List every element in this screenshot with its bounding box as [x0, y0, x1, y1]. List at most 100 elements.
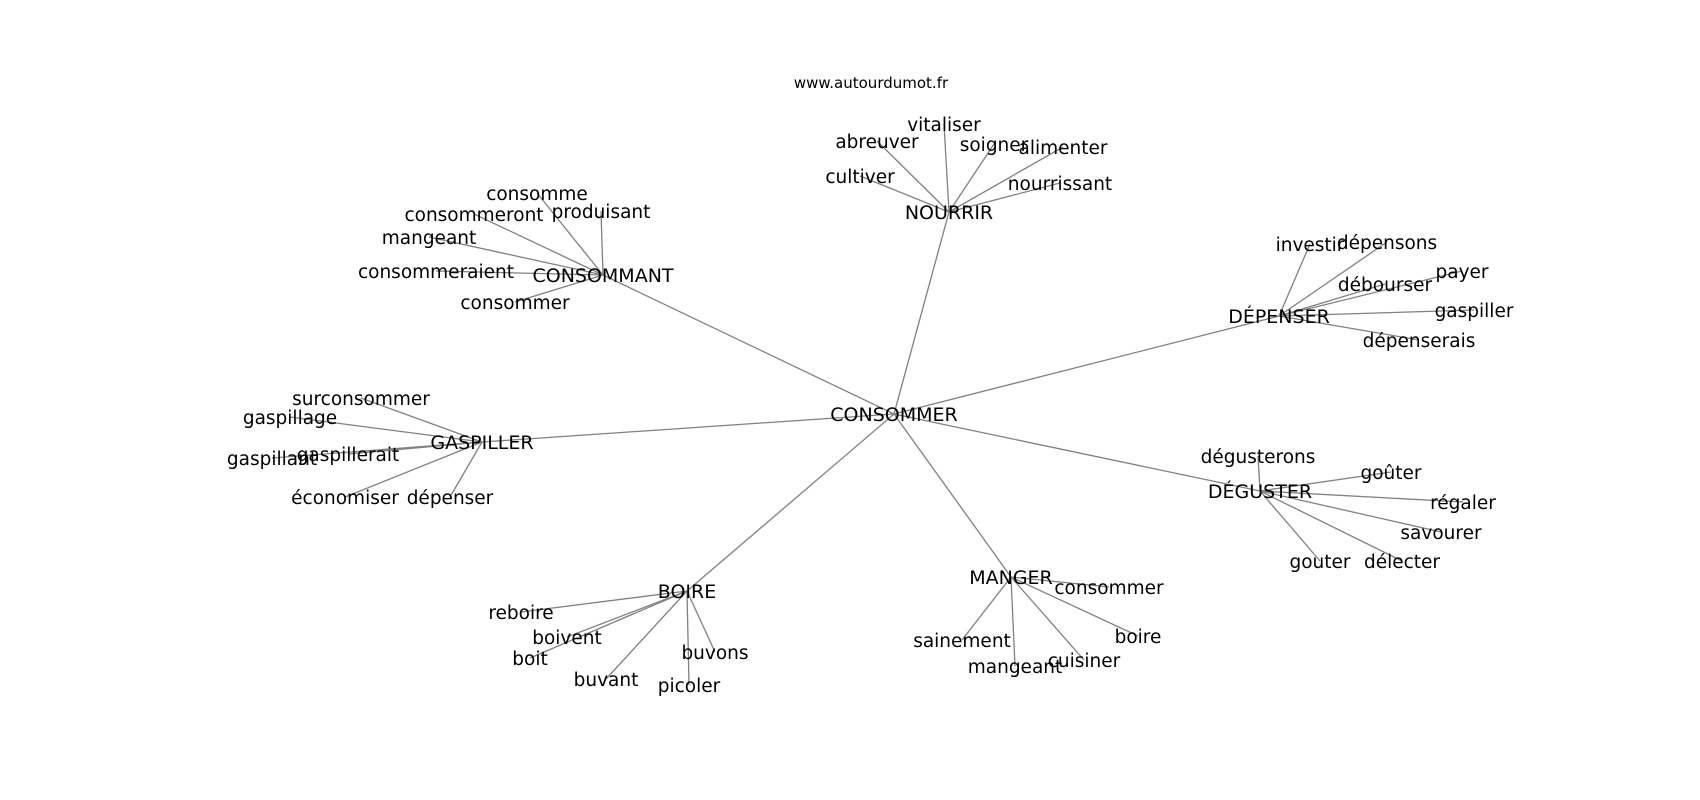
- edge-hub-to-leaf: [360, 397, 483, 443]
- edge-hub-to-leaf: [943, 123, 950, 213]
- leaf-node-label: sainement: [913, 631, 1011, 652]
- edge-hub-to-leaf: [948, 143, 995, 213]
- edge-hub-to-leaf: [876, 140, 950, 213]
- leaf-node-label: gaspillage: [243, 408, 337, 429]
- leaf-node-label: gaspiller: [1435, 301, 1514, 322]
- edge-hub-to-leaf: [686, 590, 716, 653]
- edge-hub-to-leaf: [435, 270, 604, 276]
- edge-hub-to-leaf: [1257, 455, 1261, 492]
- edge-hub-to-leaf: [344, 441, 483, 498]
- edge-hub-to-leaf: [1259, 471, 1392, 492]
- edge-hub-to-leaf: [605, 590, 688, 680]
- edge-hub-to-leaf: [1010, 576, 1085, 661]
- leaf-node-label: abreuver: [835, 132, 919, 153]
- edge-hub-to-leaf: [428, 236, 604, 276]
- edge-root-to-hub: [602, 274, 895, 415]
- leaf-node-label: mangeant: [382, 228, 477, 249]
- hub-node-label: BOIRE: [658, 581, 716, 603]
- leaf-node-label: dépenser: [407, 488, 494, 509]
- hub-node-label: DÉPENSER: [1228, 305, 1330, 328]
- leaf-node-label: dégusterons: [1201, 447, 1316, 468]
- edge-hub-to-leaf: [686, 590, 690, 686]
- edge-hub-to-leaf: [1010, 576, 1139, 637]
- edge-root-to-hub: [893, 413, 1261, 492]
- edge-hub-to-leaf: [1259, 490, 1321, 562]
- edge-hub-to-leaf: [529, 590, 688, 659]
- leaf-node-label: boire: [1115, 627, 1162, 648]
- edge-hub-to-leaf: [1278, 241, 1388, 317]
- edge-hub-to-leaf: [600, 210, 604, 276]
- edge-hub-to-leaf: [1010, 576, 1016, 667]
- edge-hub-to-leaf: [948, 182, 1061, 213]
- edge-hub-to-leaf: [514, 274, 604, 303]
- hub-node-label: MANGER: [969, 567, 1053, 589]
- edge-hub-to-leaf: [536, 192, 604, 276]
- edge-root-to-hub: [893, 211, 950, 415]
- leaf-node-label: boit: [512, 649, 547, 670]
- leaf-node-label: investir: [1276, 235, 1345, 256]
- leaf-node-label: savourer: [1400, 523, 1482, 544]
- leaf-node-label: consommer: [460, 293, 570, 314]
- leaf-node-label: picoler: [658, 676, 721, 697]
- leaf-node-label: économiser: [291, 488, 399, 509]
- edge-root-to-hub: [686, 413, 895, 592]
- edge-hub-to-leaf: [1278, 283, 1386, 317]
- edge-hub-to-leaf: [1259, 490, 1464, 503]
- leaf-node-label: goûter: [1360, 463, 1421, 484]
- leaf-node-label: payer: [1435, 262, 1488, 283]
- leaf-node-label: soigner: [960, 135, 1029, 156]
- edge-hub-to-leaf: [473, 213, 604, 276]
- leaf-node-label: consommeront: [404, 205, 543, 226]
- edge-hub-to-leaf: [961, 576, 1012, 641]
- root-node-label: CONSOMMER: [830, 404, 957, 426]
- leaf-node-label: régaler: [1430, 493, 1496, 514]
- labels-layer: www.autourdumot.fr CONSOMMER NOURRIR vital…: [227, 74, 1514, 697]
- leaf-node-label: alimenter: [1019, 138, 1108, 159]
- edge-hub-to-leaf: [289, 416, 483, 443]
- edge-hub-to-leaf: [1278, 243, 1311, 317]
- leaf-node-label: surconsommer: [292, 389, 430, 410]
- edge-root-to-hub: [893, 315, 1280, 415]
- edges-layer: [271, 123, 1475, 686]
- edge-hub-to-leaf: [1259, 490, 1403, 562]
- leaf-node-label: nourrissant: [1008, 174, 1112, 195]
- hub-node-label: CONSOMMANT: [532, 265, 673, 287]
- leaf-node-label: buvons: [681, 643, 748, 664]
- leaf-node-label: produisant: [552, 202, 651, 223]
- edge-hub-to-leaf: [948, 146, 1064, 213]
- leaf-node-label: cuisiner: [1048, 651, 1121, 672]
- leaf-node-label: cultiver: [825, 167, 895, 188]
- edge-hub-to-leaf: [347, 441, 483, 455]
- edge-hub-to-leaf: [566, 590, 688, 638]
- edge-hub-to-leaf: [520, 590, 688, 613]
- edge-hub-to-leaf: [1278, 315, 1420, 341]
- hub-node-label: GASPILLER: [430, 432, 533, 454]
- leaf-node-label: dépenserais: [1363, 331, 1476, 352]
- edge-root-to-hub: [893, 413, 1012, 578]
- edge-hub-to-leaf: [1278, 309, 1475, 317]
- leaf-node-label: délecter: [1364, 552, 1440, 573]
- leaf-node-label: gaspillant: [227, 449, 317, 470]
- site-credit: www.autourdumot.fr: [794, 74, 949, 92]
- leaf-node-label: reboire: [488, 603, 553, 624]
- leaf-node-label: gouter: [1289, 552, 1350, 573]
- leaf-node-label: mangeant: [968, 657, 1063, 678]
- leaf-node-label: buvant: [574, 670, 639, 691]
- edge-hub-to-leaf: [449, 441, 483, 498]
- leaf-node-label: dépensons: [1337, 233, 1437, 254]
- leaf-node-label: gaspillerait: [297, 445, 400, 466]
- edge-hub-to-leaf: [1010, 576, 1110, 588]
- edge-root-to-hub: [481, 413, 895, 443]
- hub-node-label: NOURRIR: [905, 202, 993, 224]
- leaf-node-label: consommeraient: [358, 262, 514, 283]
- leaf-node-label: boivent: [532, 628, 602, 649]
- edge-hub-to-leaf: [1278, 270, 1463, 317]
- leaf-node-label: consommer: [1054, 578, 1164, 599]
- leaf-node-label: vitaliser: [907, 115, 981, 136]
- hub-node-label: DÉGUSTER: [1208, 480, 1312, 503]
- edge-hub-to-leaf: [859, 175, 950, 213]
- edge-hub-to-leaf: [1259, 490, 1442, 533]
- leaf-node-label: débourser: [1338, 275, 1433, 296]
